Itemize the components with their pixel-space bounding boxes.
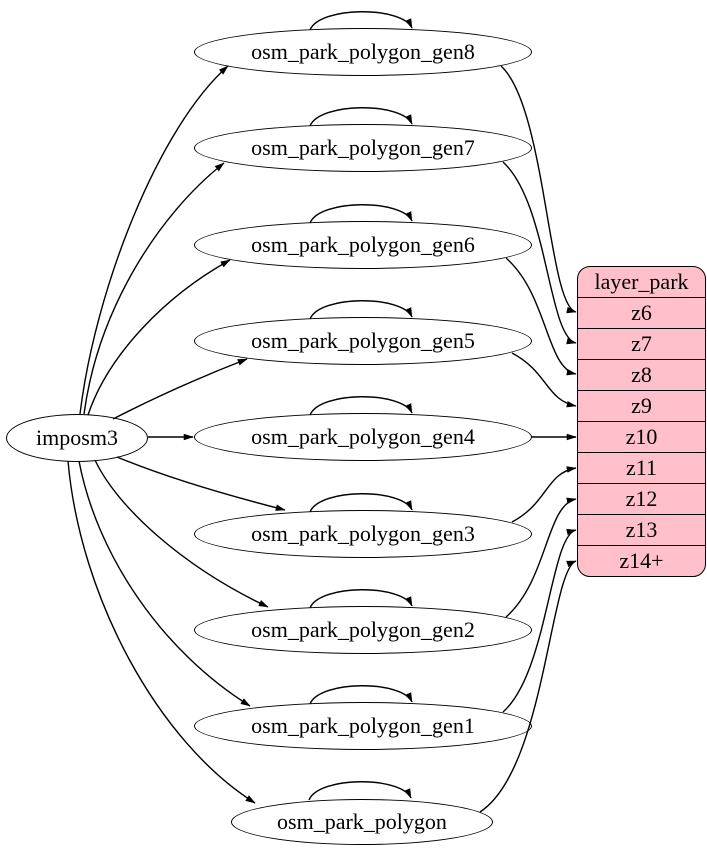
layer-park-row-z14: z14+ bbox=[578, 545, 705, 576]
node-osm-park-polygon-gen5: osm_park_polygon_gen5 bbox=[194, 317, 532, 365]
layer-park-header: layer_park bbox=[594, 269, 689, 294]
node-osm-park-polygon-gen2: osm_park_polygon_gen2 bbox=[194, 606, 532, 654]
layer-park-row-z8: z8 bbox=[578, 359, 705, 390]
node-osm-park-polygon-gen3: osm_park_polygon_gen3 bbox=[194, 510, 532, 558]
layer-park-row-z13: z13 bbox=[578, 514, 705, 545]
node-label: osm_park_polygon_gen2 bbox=[251, 617, 475, 642]
node-osm-park-polygon-gen4: osm_park_polygon_gen4 bbox=[194, 413, 532, 461]
layer-park-row-z9: z9 bbox=[578, 390, 705, 421]
node-label: osm_park_polygon bbox=[277, 809, 447, 834]
layer-park-row-z10: z10 bbox=[578, 421, 705, 452]
node-label: osm_park_polygon_gen1 bbox=[251, 713, 475, 738]
node-label: osm_park_polygon_gen7 bbox=[251, 135, 475, 160]
layer-park-row-z7: z7 bbox=[578, 328, 705, 359]
node-osm-park-polygon-gen1: osm_park_polygon_gen1 bbox=[194, 702, 532, 750]
layer-park-row-z11: z11 bbox=[578, 452, 705, 483]
layer-park-row-z6: z6 bbox=[578, 297, 705, 328]
node-osm-park-polygon-gen7: osm_park_polygon_gen7 bbox=[194, 124, 532, 172]
node-label: osm_park_polygon_gen5 bbox=[251, 328, 475, 353]
node-imposm3: imposm3 bbox=[6, 414, 148, 462]
node-osm-park-polygon-gen6: osm_park_polygon_gen6 bbox=[194, 221, 532, 269]
node-label: osm_park_polygon_gen3 bbox=[251, 521, 475, 546]
node-label: osm_park_polygon_gen4 bbox=[251, 424, 475, 449]
node-osm-park-polygon-gen8: osm_park_polygon_gen8 bbox=[194, 28, 532, 76]
layer-park-row-z12: z12 bbox=[578, 483, 705, 514]
node-label: osm_park_polygon_gen8 bbox=[251, 39, 475, 64]
node-label: osm_park_polygon_gen6 bbox=[251, 232, 475, 257]
node-label: imposm3 bbox=[36, 425, 118, 450]
node-osm-park-polygon: osm_park_polygon bbox=[231, 799, 493, 845]
